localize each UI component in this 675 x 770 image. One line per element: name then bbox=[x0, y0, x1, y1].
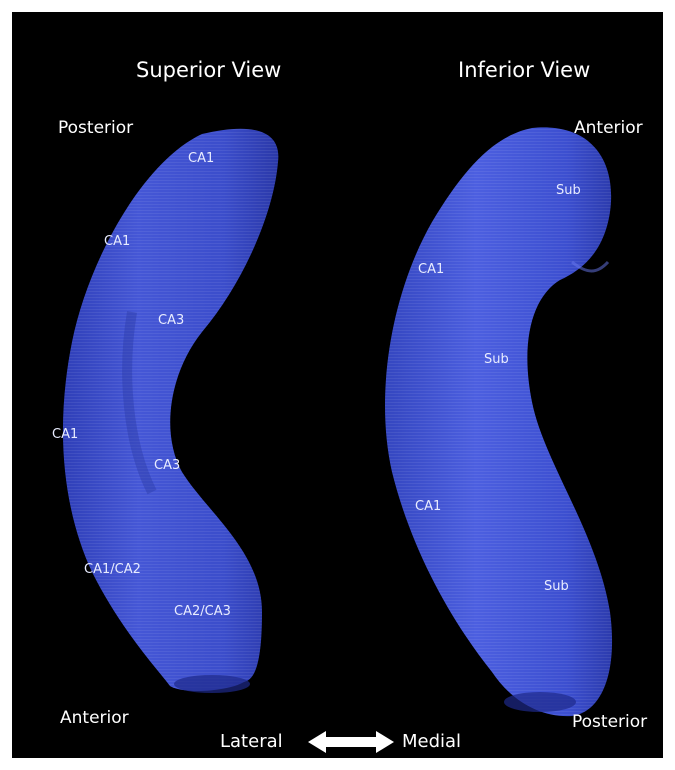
region-label: CA1 bbox=[52, 428, 78, 441]
region-label: CA3 bbox=[154, 459, 180, 472]
region-label: CA1 bbox=[104, 235, 130, 248]
region-label: CA3 bbox=[158, 314, 184, 327]
medial-label: Medial bbox=[402, 733, 461, 751]
double-arrow-icon bbox=[308, 731, 394, 753]
region-label: CA1 bbox=[188, 152, 214, 165]
superior-view-title: Superior View bbox=[136, 60, 281, 81]
inferior-bottom-label: Posterior bbox=[572, 714, 647, 731]
region-label: CA2/CA3 bbox=[174, 605, 231, 618]
superior-top-label: Posterior bbox=[58, 120, 133, 137]
region-label: CA1/CA2 bbox=[84, 563, 141, 576]
superior-hippocampus-shape bbox=[63, 129, 278, 693]
region-label: CA1 bbox=[415, 500, 441, 513]
inferior-top-label: Anterior bbox=[574, 120, 643, 137]
region-label: Sub bbox=[484, 353, 509, 366]
inferior-view-title: Inferior View bbox=[458, 60, 590, 81]
region-label: CA1 bbox=[418, 263, 444, 276]
hippocampus-figure: Superior View Posterior Anterior CA1 CA1… bbox=[12, 12, 663, 758]
region-label: Sub bbox=[556, 184, 581, 197]
lateral-label: Lateral bbox=[220, 733, 283, 751]
superior-bottom-label: Anterior bbox=[60, 710, 129, 727]
region-label: Sub bbox=[544, 580, 569, 593]
inferior-hippocampus-shape bbox=[385, 127, 612, 716]
